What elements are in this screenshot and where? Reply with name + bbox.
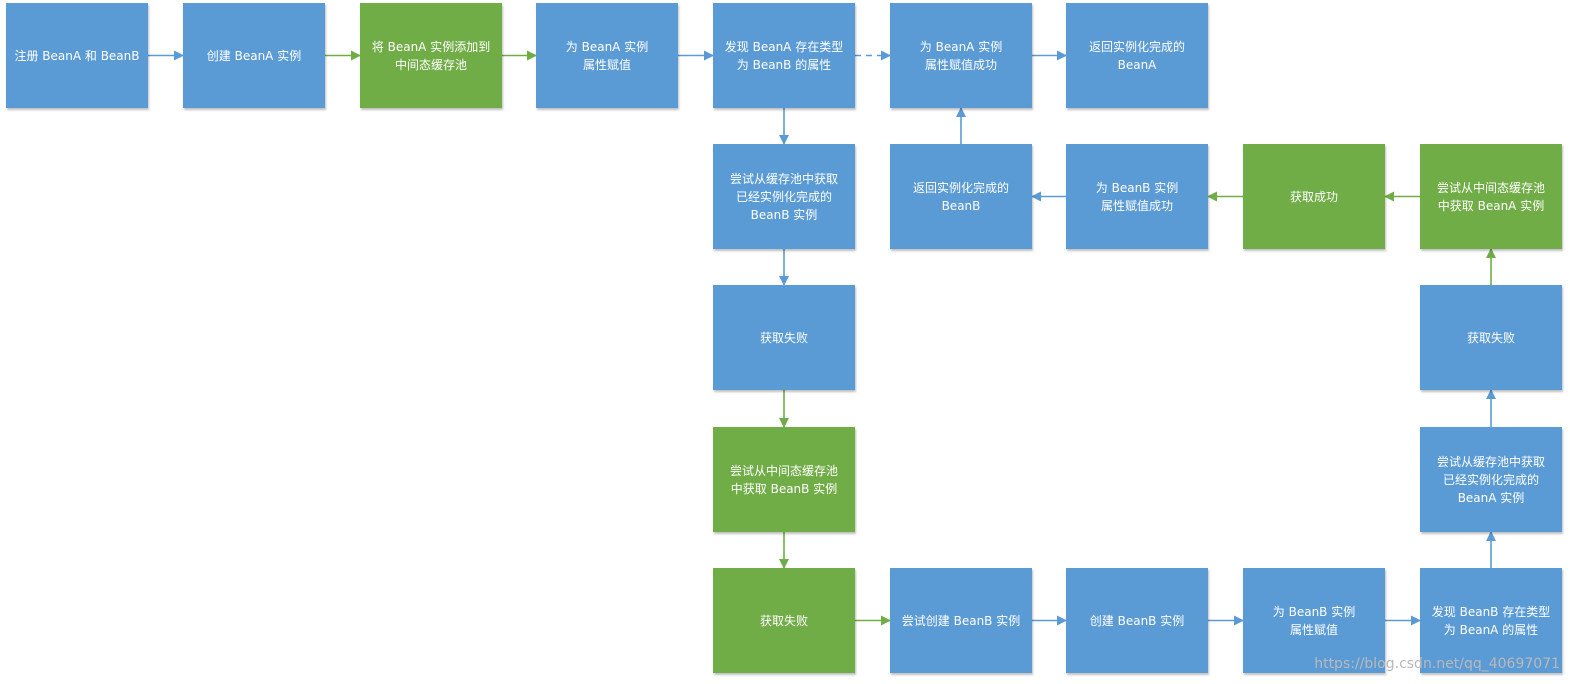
flow-node-n21: 发现 BeanB 存在类型 为 BeanA 的属性 [1420, 568, 1562, 673]
flow-node-n3: 将 BeanA 实例添加到 中间态缓存池 [360, 3, 502, 108]
flow-node-n16: 尝试从缓存池中获取 已经实例化完成的 BeanA 实例 [1420, 427, 1562, 532]
flow-node-n5: 发现 BeanA 存在类型 为 BeanB 的属性 [713, 3, 855, 108]
flow-node-n13: 获取失败 [713, 285, 855, 390]
flow-node-n4: 为 BeanA 实例 属性赋值 [536, 3, 678, 108]
flow-node-n7: 返回实例化完成的 BeanA [1066, 3, 1208, 108]
flow-node-n19: 创建 BeanB 实例 [1066, 568, 1208, 673]
watermark-text: https://blog.csdn.net/qq_40697071 [1314, 656, 1560, 672]
flow-node-n20: 为 BeanB 实例 属性赋值 [1243, 568, 1385, 673]
flow-node-n9: 返回实例化完成的 BeanB [890, 144, 1032, 249]
flow-node-n10: 为 BeanB 实例 属性赋值成功 [1066, 144, 1208, 249]
flow-node-n18: 尝试创建 BeanB 实例 [890, 568, 1032, 673]
flow-node-n8: 尝试从缓存池中获取 已经实例化完成的 BeanB 实例 [713, 144, 855, 249]
flow-node-n11: 获取成功 [1243, 144, 1385, 249]
flow-node-n2: 创建 BeanA 实例 [183, 3, 325, 108]
flow-node-n1: 注册 BeanA 和 BeanB [6, 3, 148, 108]
flow-node-n15: 尝试从中间态缓存池 中获取 BeanB 实例 [713, 427, 855, 532]
flow-node-n6: 为 BeanA 实例 属性赋值成功 [890, 3, 1032, 108]
flow-node-n12: 尝试从中间态缓存池 中获取 BeanA 实例 [1420, 144, 1562, 249]
flow-node-n17: 获取失败 [713, 568, 855, 673]
flow-node-n14: 获取失败 [1420, 285, 1562, 390]
